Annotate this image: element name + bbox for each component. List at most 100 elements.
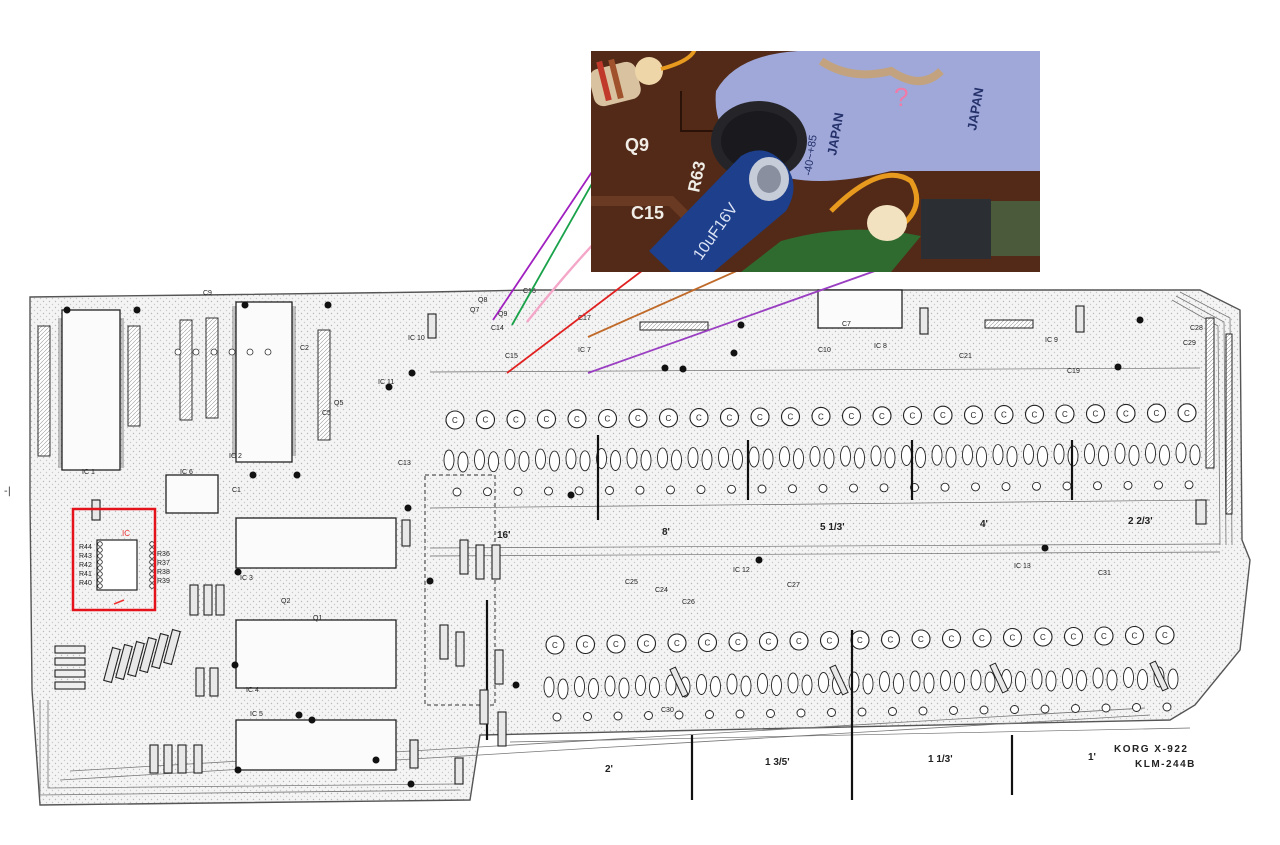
- footage-1-35: 1 3/5': [765, 757, 790, 768]
- resistor-label: R39: [157, 578, 170, 585]
- left-edge-mark: -|: [4, 486, 11, 497]
- ic-pins: [58, 306, 296, 468]
- transistor-footprint: [933, 405, 953, 425]
- diag-resistor: [989, 662, 1009, 694]
- cap-footprint: [726, 673, 738, 695]
- transistor-footprint: [941, 628, 962, 649]
- pad: [264, 348, 272, 356]
- transistor-footprint: [1085, 404, 1106, 424]
- photo-small-capacitor: 10uF16V: [649, 150, 794, 272]
- cap-footprint: [884, 447, 896, 469]
- photo-label-c15: C15: [631, 203, 664, 223]
- cap-footprint: [574, 676, 585, 697]
- transistor-footprint: [606, 634, 626, 654]
- cap-footprint: [1167, 668, 1179, 690]
- component-label: IC 5: [250, 711, 263, 718]
- svg-text:C: C: [1154, 409, 1160, 418]
- via: [293, 471, 301, 479]
- cap-footprint: [787, 672, 799, 694]
- ic-annotation: IC: [122, 529, 130, 538]
- transistor-footprint: [1155, 625, 1175, 645]
- transistor-footprint: [667, 633, 687, 653]
- svg-text:C: C: [1040, 633, 1046, 642]
- transistor-footprint: [1094, 626, 1114, 646]
- left-connectors: [37, 317, 331, 457]
- svg-text:C: C: [857, 636, 863, 645]
- component-label: IC 6: [180, 469, 193, 476]
- pad: [1184, 480, 1194, 490]
- cap-footprint: [779, 446, 790, 468]
- cap-footprint: [823, 447, 835, 469]
- pad: [940, 482, 950, 492]
- board-photo-inset: JAPAN JAPAN -40~+85 ? 10uF16V Q9 R63 C15: [591, 51, 1040, 272]
- ic-pin: [97, 577, 103, 583]
- cap-footprint: [1023, 443, 1034, 465]
- svg-text:C: C: [483, 416, 489, 425]
- ic-pin: [97, 559, 103, 565]
- footage-8: 8': [662, 527, 670, 538]
- cap-footprint: [893, 673, 904, 694]
- transistor-footprint: [789, 631, 809, 651]
- component-label: C14: [491, 325, 504, 332]
- component-label: C7: [842, 321, 851, 328]
- model-line-2: KLM-244B: [1135, 759, 1196, 770]
- transistor-footprint: [636, 633, 657, 654]
- svg-text:C: C: [827, 637, 833, 646]
- svg-text:C: C: [1162, 631, 1168, 640]
- svg-text:C: C: [910, 412, 916, 421]
- cap-footprint: [1076, 670, 1087, 691]
- resistor-label: R44: [79, 544, 92, 551]
- pcb-labels: IC 1IC 2IC 3IC 4IC 5IC 6IC 7IC 8IC 9IC 1…: [79, 288, 1203, 718]
- cap-footprint: [657, 447, 668, 469]
- cap-footprint: [1037, 445, 1048, 467]
- component-label: C9: [203, 290, 212, 297]
- cap-footprint: [818, 672, 829, 693]
- cap-footprint: [504, 448, 516, 470]
- cap-footprint: [1092, 667, 1104, 689]
- ic-pin: [97, 571, 103, 577]
- cap-footprint: [1137, 669, 1148, 690]
- pad: [483, 487, 492, 497]
- footage-1: 1': [1088, 752, 1096, 763]
- component-label: IC 10: [408, 335, 425, 342]
- cap-footprint: [687, 447, 699, 469]
- cap-footprint: [870, 445, 882, 467]
- pad: [1032, 481, 1041, 491]
- component-label: Q5: [334, 400, 343, 407]
- transistor-footprint: [575, 634, 596, 655]
- cap-footprint: [671, 449, 682, 471]
- pad: [1132, 703, 1141, 712]
- photo-question-mark: ?: [894, 82, 908, 112]
- red-tick: [113, 599, 125, 605]
- pad: [949, 706, 958, 715]
- via: [755, 556, 763, 564]
- pad: [757, 484, 767, 494]
- pad: [849, 483, 858, 493]
- component-label: C15: [505, 353, 518, 360]
- pad: [766, 709, 775, 718]
- svg-text:C: C: [766, 638, 772, 647]
- cap-footprint: [732, 448, 743, 470]
- component-label: C31: [1098, 570, 1111, 577]
- via: [426, 577, 434, 585]
- diagonal-resistors: [91, 305, 1207, 785]
- pad: [174, 348, 182, 356]
- pad: [544, 486, 553, 496]
- transistor-footprint: [1033, 627, 1053, 647]
- component-label: C30: [661, 707, 674, 714]
- via: [234, 568, 242, 576]
- cap-footprint: [1098, 445, 1109, 467]
- resistor-label: R37: [157, 560, 170, 567]
- photo-green-part: [741, 229, 921, 272]
- transistor-footprint: [780, 407, 801, 427]
- cap-footprint: [649, 677, 660, 698]
- svg-text:C: C: [979, 634, 985, 643]
- cap-footprint: [1031, 668, 1043, 690]
- model-line-1: KORG X-922: [1114, 744, 1188, 755]
- pad: [1040, 704, 1050, 714]
- pad: [1162, 702, 1172, 712]
- pad: [552, 712, 562, 722]
- pad: [666, 485, 675, 495]
- footage-labels: 16' 8' 5 1/3' 4' 2 2/3' 2' 1 3/5' 1 1/3'…: [497, 516, 1153, 775]
